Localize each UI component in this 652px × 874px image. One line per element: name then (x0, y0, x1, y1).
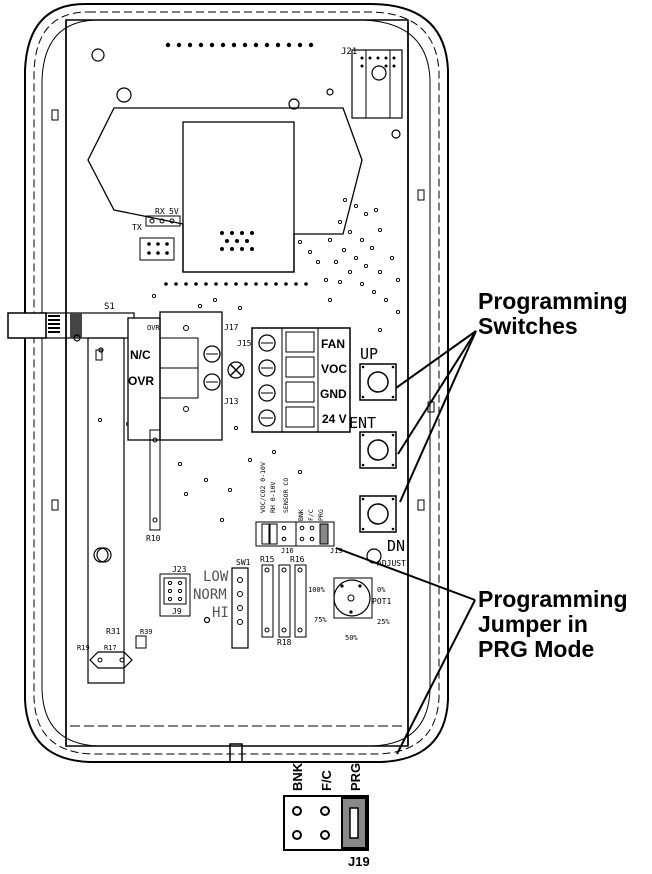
label-sw1: SW1 (236, 558, 251, 567)
callout-jumper-line2: Jumper in (478, 611, 588, 637)
enclosure (24, 3, 449, 763)
label-tx: TX (132, 223, 142, 232)
mode-norm: NORM (193, 587, 227, 603)
jumper-label-sensor: SENSOR CO (282, 478, 290, 513)
label-up: UP (360, 345, 378, 363)
vias (97, 197, 401, 523)
label-rx: RX (155, 207, 165, 216)
jumper-label-bnk: BNK (297, 509, 305, 521)
connector-j21: J21 (341, 47, 403, 119)
label-j17: J17 (224, 323, 239, 332)
label-dn: DN (387, 537, 405, 555)
jumper-label-prg: PRG (317, 509, 325, 521)
up-button[interactable] (359, 363, 397, 401)
dn-button[interactable] (359, 495, 397, 533)
terminal-fan-label: FAN (321, 337, 345, 351)
detail-label-bnk: BNK (290, 762, 305, 791)
jumper-label-fc: F/C (307, 509, 315, 521)
switch-s1: S1 (7, 302, 135, 339)
callout-jumper-line1: Programming (478, 586, 628, 612)
pot-50: 50% (345, 634, 358, 642)
label-r19: R19 (77, 644, 90, 652)
mode-switch-sw1: SW1 LOW NORM HI (193, 558, 251, 649)
detail-label-fc: F/C (319, 769, 334, 791)
label-j16: J16 (281, 547, 294, 555)
ent-button[interactable] (359, 431, 397, 469)
label-r16: R16 (290, 555, 305, 564)
callout-switches-line1: Programming (478, 288, 628, 314)
callout-lines (335, 330, 477, 755)
terminal-ovr-label: OVR (128, 374, 154, 388)
jumper-label-rh: RH 0-10V (269, 482, 277, 513)
terminal-24v-label: 24 V (322, 412, 347, 426)
resistor-r10-top: R10 (146, 429, 161, 543)
terminal-voc-label: VOC (321, 362, 347, 376)
callout-switches-line2: Switches (478, 313, 578, 339)
label-j21: J21 (341, 47, 357, 57)
label-r17: R17 (104, 644, 117, 652)
screw-icon (227, 361, 245, 379)
header-row-2 (164, 282, 308, 286)
connector-j23: J23 J9 (159, 565, 191, 617)
label-j13: J13 (224, 397, 239, 406)
label-r39: R39 (140, 628, 153, 636)
pot-25: 25% (377, 618, 390, 626)
label-j23: J23 (172, 565, 187, 574)
callout-programming-switches: Programming Switches (478, 289, 628, 339)
label-j19: J19 (330, 547, 343, 555)
label-pot1: POT1 (372, 597, 391, 606)
jumper-label-voc: VOC/CO2 0-10V (259, 462, 267, 513)
resistor-array: R15 R16 R18 (260, 555, 307, 647)
label-adjust: ADJUST (377, 559, 406, 568)
detail-label-j19: J19 (348, 854, 370, 869)
label-j15: J15 (237, 339, 252, 348)
terminal-nc-label: N/C (130, 348, 151, 362)
pot-75: 75% (314, 616, 327, 624)
detail-label-prg: PRG (348, 763, 363, 791)
header-row (165, 42, 314, 48)
pot-0: 0% (377, 586, 386, 594)
terminal-gnd-label: GND (320, 387, 347, 401)
label-r15: R15 (260, 555, 275, 564)
potentiometer-pot1: POT1 0% 25% 50% 75% 100% (308, 577, 391, 642)
label-r18: R18 (277, 638, 292, 647)
label-j9: J9 (172, 607, 182, 616)
serial-header: RX 5V TX (132, 207, 181, 261)
j19-detail: BNK F/C PRG J19 (283, 762, 370, 869)
mode-hi: HI (212, 605, 229, 621)
central-module (87, 107, 363, 273)
jumper-block-j16: VOC/CO2 0-10V RH 0-10V SENSOR CO BNK F/C… (255, 462, 343, 555)
mode-low: LOW (203, 569, 229, 585)
label-ent: ENT (349, 414, 376, 432)
label-5v: 5V (169, 207, 179, 216)
bottom-left-parts: R31 R39 R19 R17 (77, 627, 153, 669)
label-ovr-small: OVR (147, 324, 160, 332)
label-r31: R31 (106, 627, 121, 636)
relay-connector: N/C OVR OVR J17 J13 (127, 311, 239, 441)
output-terminal-block: J15 FAN VOC GND 24 V (227, 327, 351, 433)
callout-jumper-line3: PRG Mode (478, 636, 595, 662)
pot-100: 100% (308, 586, 326, 594)
callout-programming-jumper: Programming Jumper in PRG Mode (478, 587, 628, 662)
label-r10-top: R10 (146, 534, 161, 543)
programming-buttons: UP ENT DN ADJUST (349, 345, 406, 568)
left-module (73, 334, 125, 684)
label-s1: S1 (104, 302, 115, 312)
